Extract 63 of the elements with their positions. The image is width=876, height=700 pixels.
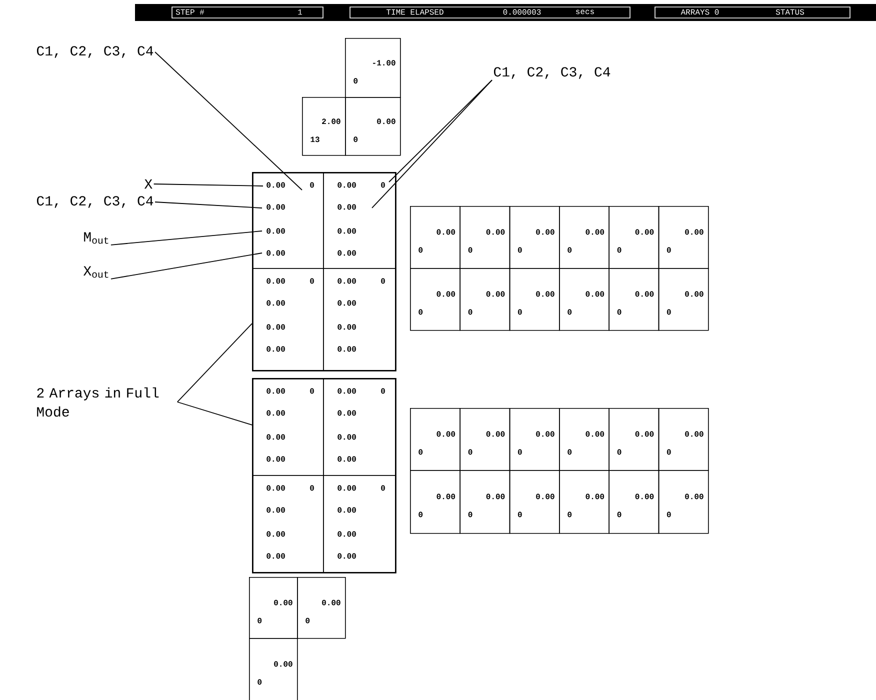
array-cell: 0.00 0 (658, 206, 709, 269)
callout-label: M$_{out}$ (84, 232, 108, 244)
array-cell: 0.00 0 0.00 0.00 0.00 (252, 475, 324, 573)
array-cell: 0.00 0 0.00 0.00 0.00 (252, 268, 324, 371)
callout-label: X (144, 179, 152, 189)
leader-line (110, 230, 262, 246)
leader-line (176, 402, 252, 426)
status-text: STEP # (176, 9, 204, 15)
array-cell: 0.00 0 0.00 0.00 0.00 (252, 172, 324, 269)
status-text: secs (576, 10, 594, 14)
array-cell: 0.00 0 (410, 470, 460, 534)
status-text: TIME ELAPSED (386, 9, 444, 15)
callout-label: C1, C2, C3, C4 (494, 67, 610, 79)
array-cell: 0.00 0 (509, 408, 560, 471)
array-cell: 0.00 0 (509, 206, 560, 269)
leader-line (388, 80, 492, 182)
array-cell: 0.00 0 (608, 268, 660, 331)
status-text: ARRAYS 0 (680, 9, 719, 15)
leader-line (153, 184, 264, 186)
array-cell: 0.00 0 (460, 408, 510, 471)
array-cell: 0.00 0 (297, 577, 346, 639)
callout-label: C1, C2, C3, C4 (36, 46, 154, 58)
array-cell: 0.00 0 (658, 408, 709, 471)
array-cell: 0.00 0 (608, 408, 660, 471)
array-cell: 0.00 0 (460, 470, 510, 534)
array-frame (252, 378, 396, 574)
array-cell: 0.00 0 (460, 206, 510, 269)
array-cell: 0.00 0 (658, 268, 709, 331)
array-cell: 0.00 0 (509, 470, 560, 534)
leader-line (372, 80, 492, 208)
array-frame (252, 172, 396, 372)
array-cell: 0.00 0 (509, 268, 560, 331)
array-cell: 0.00 0 (460, 268, 510, 331)
array-cell: 0.00 0 (410, 268, 460, 331)
leader-line (154, 202, 262, 208)
array-cell: 0.00 0 (410, 206, 460, 269)
leader-line (154, 52, 302, 190)
status-text: 1 (298, 9, 302, 15)
array-cell: 0.00 0 (559, 408, 610, 471)
array-cell: 0.00 0 (410, 408, 460, 471)
array-cell: 0.00 0 (608, 470, 660, 534)
array-cell: 0.00 0 (559, 268, 610, 331)
array-cell: 0.00 0 0.00 0.00 0.00 (323, 378, 396, 476)
leader-line (176, 323, 252, 402)
callout-label: X$_{out}$ (83, 266, 108, 278)
array-cell: 0.00 0 (559, 206, 610, 269)
array-cell: 0.00 0 0.00 0.00 0.00 (323, 268, 396, 371)
array-cell: 0.00 0 (249, 638, 298, 700)
array-cell: 0.00 0 (608, 206, 660, 269)
array-cell: 0.00 0 (559, 470, 610, 534)
array-cell: 0.00 0 (658, 470, 709, 534)
array-cell: -1.00 0 (345, 38, 401, 98)
callout-label: C1, C2, C3, C4 (36, 196, 154, 208)
array-cell: 0.00 0 (345, 97, 401, 156)
callout-label: 2 Arrays in Full Mode (37, 387, 159, 417)
status-text: 0.000003 (503, 9, 541, 15)
array-cell: 2.00 13 (302, 97, 346, 156)
array-cell: 0.00 0 0.00 0.00 0.00 (323, 475, 396, 573)
array-cell: 0.00 0 (249, 577, 298, 639)
status-text: STATUS (776, 9, 804, 15)
array-cell: 0.00 0 0.00 0.00 0.00 (252, 378, 324, 476)
leader-line (110, 252, 262, 280)
array-cell: 0.00 0 0.00 0.00 0.00 (323, 172, 396, 269)
